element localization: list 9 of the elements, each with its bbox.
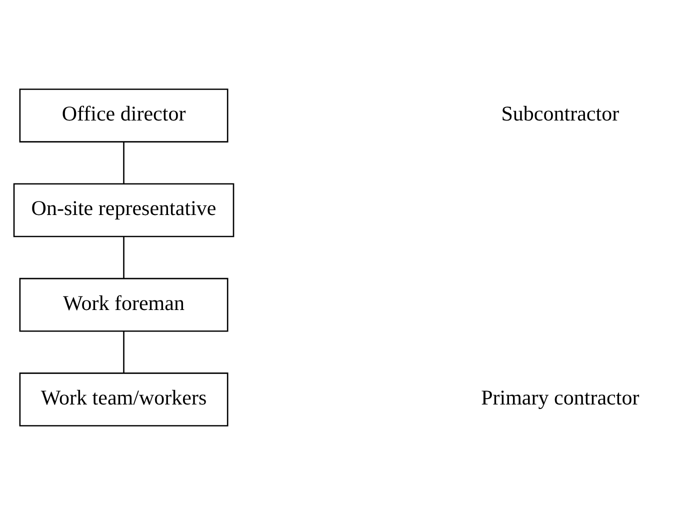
label: Primary contractor (481, 385, 640, 410)
connector (123, 236, 124, 278)
node-box: On-site representative (13, 183, 234, 238)
connector (123, 142, 124, 184)
node-box: Office director (19, 88, 228, 142)
connector (123, 331, 124, 374)
node-box: Work foreman (19, 278, 228, 332)
node-box: Work team/workers (19, 372, 228, 426)
label: Subcontractor (501, 102, 620, 126)
